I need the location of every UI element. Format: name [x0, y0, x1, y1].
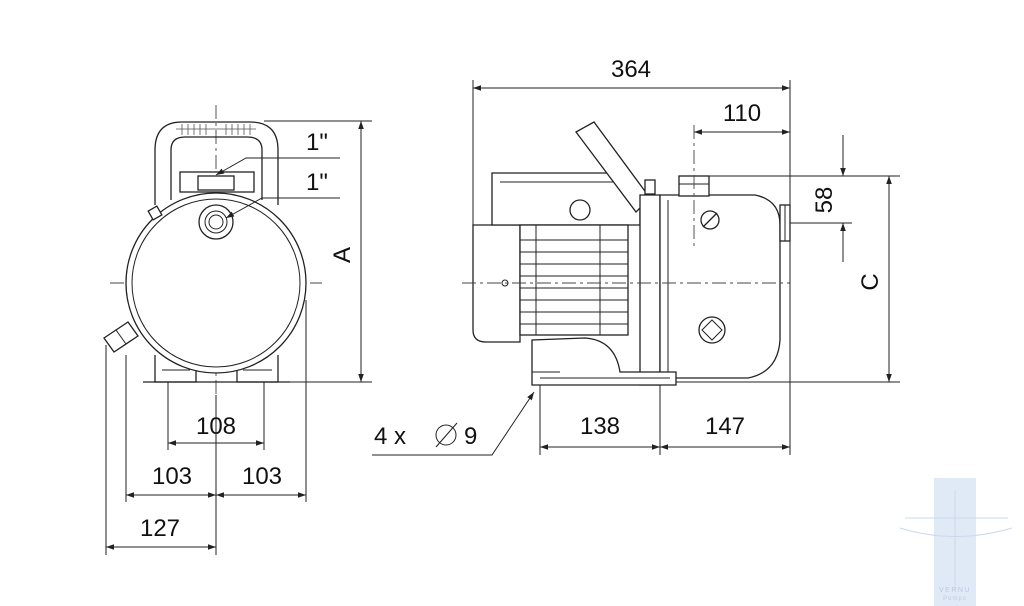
side-motor	[472, 172, 641, 343]
overall-length-value: 364	[611, 56, 651, 83]
upper-connection-leader	[215, 157, 340, 176]
diameter-symbol-icon	[435, 422, 458, 448]
front-view: 1" 1" A 108 103 103 127	[103, 105, 372, 555]
watermark-logo: VERNU Pumps	[899, 478, 1013, 606]
mounting-holes-count: 4 x	[374, 423, 406, 450]
mounting-hole-diameter: 9	[464, 423, 477, 450]
side-view: 364 110 58 C 138 147 4 x 9	[372, 56, 900, 456]
side-height-label: C	[857, 273, 884, 290]
front-handle	[154, 121, 279, 205]
side-base	[531, 337, 677, 386]
watermark-text-lower: Pumps	[943, 596, 967, 602]
half-width-right-value: 103	[242, 463, 282, 490]
side-pump-housing	[639, 175, 791, 386]
inlet-height-value: 58	[811, 187, 838, 214]
lower-connection-leader	[225, 197, 340, 219]
foot-left-span-value: 138	[580, 413, 620, 440]
foot-right-span-value: 147	[705, 413, 745, 440]
upper-connection-size: 1"	[306, 129, 328, 156]
overall-left-value: 127	[140, 515, 180, 542]
outlet-offset-value: 110	[723, 100, 761, 127]
mounting-holes-leader	[372, 391, 535, 456]
front-pump-body	[125, 192, 307, 374]
half-width-left-value: 103	[152, 463, 192, 490]
front-inlet-port	[198, 204, 234, 240]
front-drain-plug	[103, 321, 139, 353]
lower-connection-size: 1"	[306, 169, 328, 196]
watermark-text-upper: VERNU	[939, 587, 971, 594]
front-height-label: A	[329, 247, 356, 263]
